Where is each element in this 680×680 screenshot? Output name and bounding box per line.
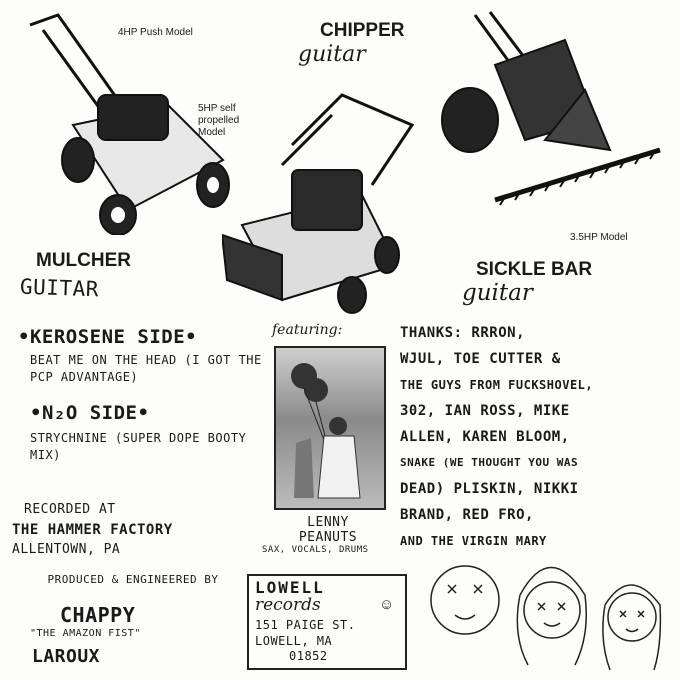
thanks-line: 302, IAN ROSS, MIKE (400, 403, 570, 419)
thanks-line: WJUL, TOE CUTTER & (400, 351, 561, 367)
label-records: records (255, 595, 321, 615)
producer-surname: LAROUX (32, 646, 101, 667)
featuring-label: featuring: (272, 322, 343, 338)
studio-name: THE HAMMER FACTORY (12, 522, 173, 538)
thanks-line: BRAND, RED FRO, (400, 507, 534, 523)
thanks-line: AND THE VIRGIN MARY (400, 534, 547, 548)
mulcher-subtitle: GUITAR (19, 274, 100, 302)
thanks-list: THANKS: RRRON, WJUL, TOE CUTTER & THE GU… (400, 320, 670, 554)
lowell-records-box: LOWELL records ☺ 151 PAIGE ST. LOWELL, M… (247, 574, 407, 670)
doodle-faces-illustration (430, 565, 662, 671)
thanks-line: THANKS: RRRON, (400, 325, 526, 341)
thanks-line: SNAKE (WE THOUGHT YOU WAS (400, 456, 579, 469)
featured-artist-name: LENNY PEANUTS (298, 515, 358, 545)
lenny-peanuts-photo (274, 346, 386, 510)
producer-nickname: "THE AMAZON FIST" (30, 628, 141, 639)
sickle-model-label: 3.5HP Model (570, 232, 628, 243)
side2-title: •N₂O SIDE• (30, 402, 150, 424)
label-zip: 01852 (289, 649, 328, 663)
mulcher-mower-illustration (29, 13, 230, 235)
label-street: 151 PAIGE ST. (255, 618, 356, 632)
sickle-bar-mower-illustration (441, 11, 661, 206)
producer-line: PRODUCED & ENGINEERED BY (47, 573, 219, 586)
thanks-line: ALLEN, KAREN BLOOM, (400, 429, 570, 445)
chipper-title: CHIPPER (320, 20, 405, 41)
side1-title: •KEROSENE SIDE• (18, 326, 198, 348)
mulcher-title: MULCHER (36, 250, 131, 271)
studio-location: ALLENTOWN, PA (12, 542, 121, 557)
smiley-icon: ☺ (379, 596, 395, 613)
thanks-line: THE GUYS FROM FUCKSHOVEL, (400, 378, 594, 392)
sickle-bar-subtitle: guitar (462, 280, 533, 306)
chipper-mower-illustration (222, 93, 415, 314)
push-model-label: 4HP Push Model (118, 27, 193, 38)
thanks-line: DEAD) PLISKIN, NIKKI (400, 481, 579, 497)
producer-name: CHAPPY (60, 603, 136, 627)
chipper-subtitle: guitar (298, 42, 366, 67)
featured-artist-roles: SAX, VOCALS, DRUMS (262, 545, 369, 555)
side2-song: STRYCHNINE (SUPER DOPE BOOTY MIX) (30, 431, 247, 462)
self-propelled-label: 5HP self propelled Model (198, 103, 240, 138)
label-city: LOWELL, MA (255, 634, 333, 648)
recorded-at: RECORDED AT (24, 502, 116, 517)
sickle-bar-title: SICKLE BAR (476, 259, 593, 280)
label-name: LOWELL (255, 578, 325, 597)
side1-song: BEAT ME ON THE HEAD (I GOT THE PCP ADVAN… (30, 353, 262, 384)
